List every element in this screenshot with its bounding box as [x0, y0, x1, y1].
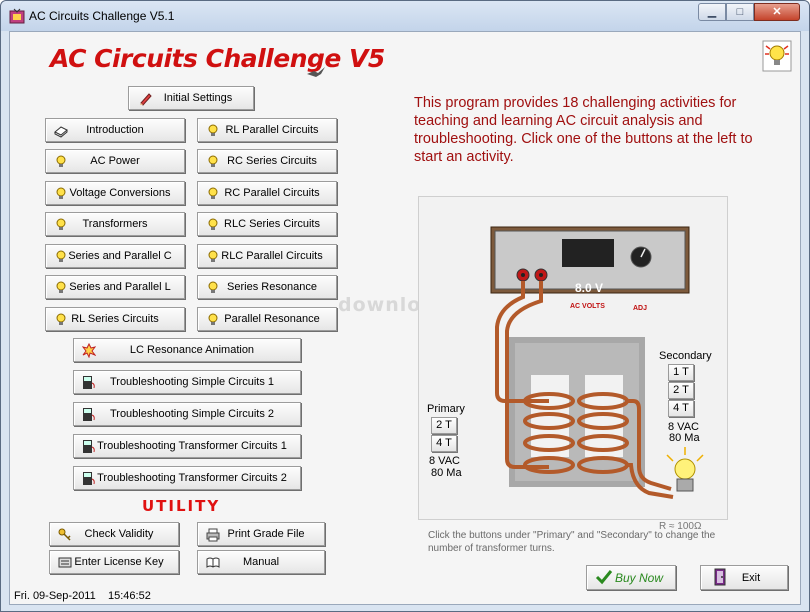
- enter-license-key-button[interactable]: Enter License Key: [49, 550, 179, 574]
- spark-icon: [82, 343, 96, 358]
- secondary-vac: 8 VAC: [668, 421, 699, 433]
- transformer-illustration: [490, 226, 704, 499]
- door-icon: [714, 568, 726, 586]
- rl-parallel-circuits-button[interactable]: RL Parallel Circuits: [197, 118, 337, 142]
- check-icon: [595, 570, 613, 585]
- hint-text: Click the buttons under "Primary" and "S…: [428, 530, 716, 554]
- maximize-button[interactable]: □: [726, 3, 754, 21]
- troubleshooting-transformer-1-button[interactable]: Troubleshooting Transformer Circuits 1: [73, 434, 301, 458]
- rlc-series-circuits-button[interactable]: RLC Series Circuits: [197, 212, 337, 236]
- secondary-4t-button[interactable]: 4 T: [668, 400, 694, 417]
- bulb-icon: [208, 250, 218, 262]
- troubleshooting-transformer-2-button[interactable]: Troubleshooting Transformer Circuits 2: [73, 466, 301, 490]
- app-title: AC Circuits Challenge V5: [50, 44, 385, 73]
- parallel-resonance-button[interactable]: Parallel Resonance: [197, 307, 337, 331]
- status-date: Fri. 09-Sep-2011: [14, 590, 96, 602]
- printer-icon: [206, 528, 220, 542]
- bulb-icon: [56, 313, 66, 325]
- troubleshooting-simple-2-button[interactable]: Troubleshooting Simple Circuits 2: [73, 402, 301, 426]
- rc-parallel-circuits-button[interactable]: RC Parallel Circuits: [197, 181, 337, 205]
- bulb-icon: [208, 124, 218, 136]
- initial-settings-button[interactable]: Initial Settings: [128, 86, 254, 110]
- bulb-icon: [762, 40, 792, 72]
- primary-4t-button[interactable]: 4 T: [431, 435, 457, 452]
- bulb-icon: [56, 281, 66, 293]
- transformers-button[interactable]: Transformers: [45, 212, 185, 236]
- app-icon: [9, 8, 25, 24]
- bulb-icon: [56, 187, 66, 199]
- window-title: AC Circuits Challenge V5.1: [29, 9, 175, 23]
- status-time: 15:46:52: [108, 590, 151, 602]
- rl-series-circuits-button[interactable]: RL Series Circuits: [45, 307, 185, 331]
- meter-icon: [83, 472, 95, 485]
- main-panel: AC Circuits Challenge V5 download 3k Ini…: [9, 31, 801, 605]
- buy-now-button[interactable]: Buy Now: [586, 565, 676, 590]
- introduction-button[interactable]: Introduction: [45, 118, 185, 142]
- resistance-label: R ≈ 100Ω: [659, 521, 702, 532]
- check-validity-button[interactable]: Check Validity: [49, 522, 179, 546]
- adj-label: ADJ: [633, 305, 648, 312]
- rlc-parallel-circuits-button[interactable]: RLC Parallel Circuits: [197, 244, 337, 268]
- utility-heading: UTILITY: [142, 497, 221, 515]
- intro-text: This program provides 18 challenging act…: [414, 95, 753, 165]
- transformer-diagram: 8.0 V AC VOLTS ADJ Primary 2 T 4 T 8 VAC…: [418, 196, 728, 532]
- voltage-conversions-button[interactable]: Voltage Conversions: [45, 181, 185, 205]
- bulb-icon: [208, 313, 218, 325]
- meter-icon: [83, 408, 95, 421]
- rc-series-circuits-button[interactable]: RC Series Circuits: [197, 149, 337, 173]
- book-icon: [206, 557, 220, 568]
- ac-volts-label: AC VOLTS: [570, 303, 605, 310]
- secondary-label: Secondary: [659, 350, 712, 362]
- primary-2t-button[interactable]: 2 T: [431, 417, 457, 434]
- series-parallel-c-button[interactable]: Series and Parallel C: [45, 244, 185, 268]
- exit-button[interactable]: Exit: [700, 565, 788, 590]
- keyboard-icon: [58, 557, 72, 568]
- bulb-icon: [208, 155, 218, 167]
- bulb-icon: [208, 281, 218, 293]
- primary-label: Primary: [427, 403, 465, 415]
- secondary-ma: 80 Ma: [669, 432, 700, 444]
- book-icon: [54, 126, 68, 138]
- bulb-icon: [56, 250, 66, 262]
- bird-icon: [307, 67, 325, 77]
- series-resonance-button[interactable]: Series Resonance: [197, 275, 337, 299]
- meter-icon: [83, 440, 95, 453]
- series-parallel-l-button[interactable]: Series and Parallel L: [45, 275, 185, 299]
- bulb-icon: [208, 187, 218, 199]
- primary-vac: 8 VAC: [429, 455, 460, 467]
- secondary-1t-button[interactable]: 1 T: [668, 364, 694, 381]
- close-button[interactable]: ✕: [754, 3, 800, 21]
- voltage-display: 8.0 V: [574, 281, 604, 295]
- minimize-button[interactable]: ▁: [698, 3, 726, 21]
- bulb-icon: [56, 155, 66, 167]
- manual-button[interactable]: Manual: [197, 550, 325, 574]
- primary-ma: 80 Ma: [431, 467, 462, 479]
- secondary-2t-button[interactable]: 2 T: [668, 382, 694, 399]
- bulb-icon: [208, 218, 218, 230]
- title-bar: AC Circuits Challenge V5.1 ▁ □ ✕: [1, 1, 809, 31]
- key-icon: [58, 528, 71, 541]
- print-grade-file-button[interactable]: Print Grade File: [197, 522, 325, 546]
- bulb-icon: [56, 218, 66, 230]
- lc-resonance-animation-button[interactable]: LC Resonance Animation: [73, 338, 301, 362]
- pencil-icon: [140, 93, 152, 106]
- troubleshooting-simple-1-button[interactable]: Troubleshooting Simple Circuits 1: [73, 370, 301, 394]
- meter-icon: [83, 376, 95, 389]
- ac-power-button[interactable]: AC Power: [45, 149, 185, 173]
